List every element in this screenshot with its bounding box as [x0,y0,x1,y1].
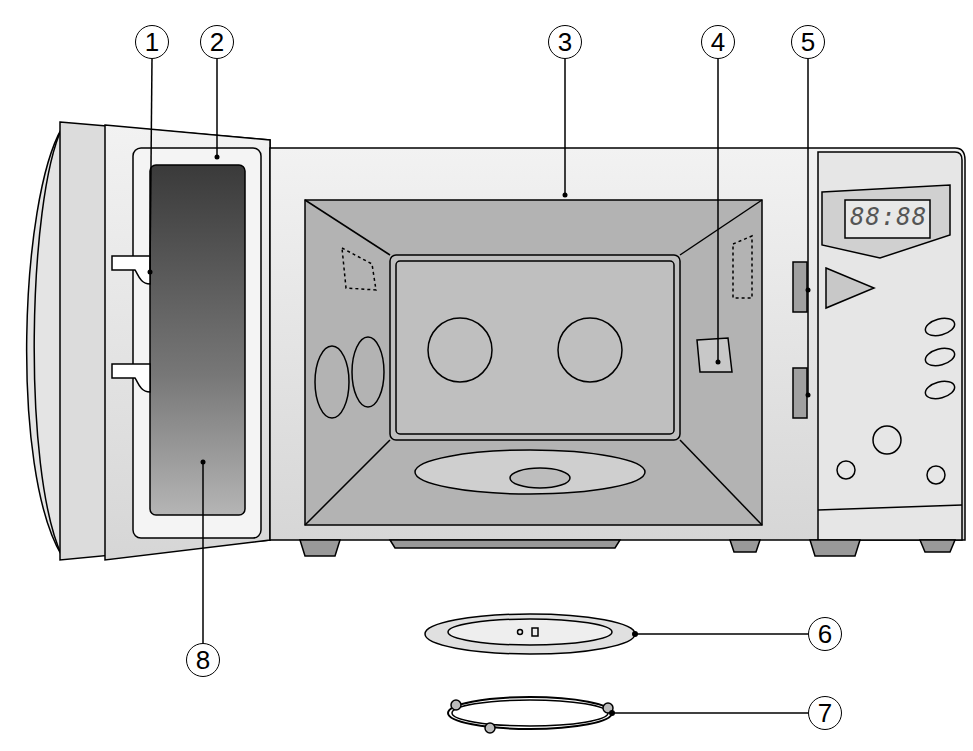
callout-number: 1 [135,25,169,59]
callout-number: 8 [186,643,220,677]
callout-number: 6 [808,617,842,651]
callout-number: 3 [548,25,582,59]
callout-number: 5 [791,25,825,59]
display-digits: 88:88 [850,203,927,231]
callout-number: 2 [200,25,234,59]
callout-number: 7 [808,696,842,730]
callout-number: 4 [701,25,735,59]
